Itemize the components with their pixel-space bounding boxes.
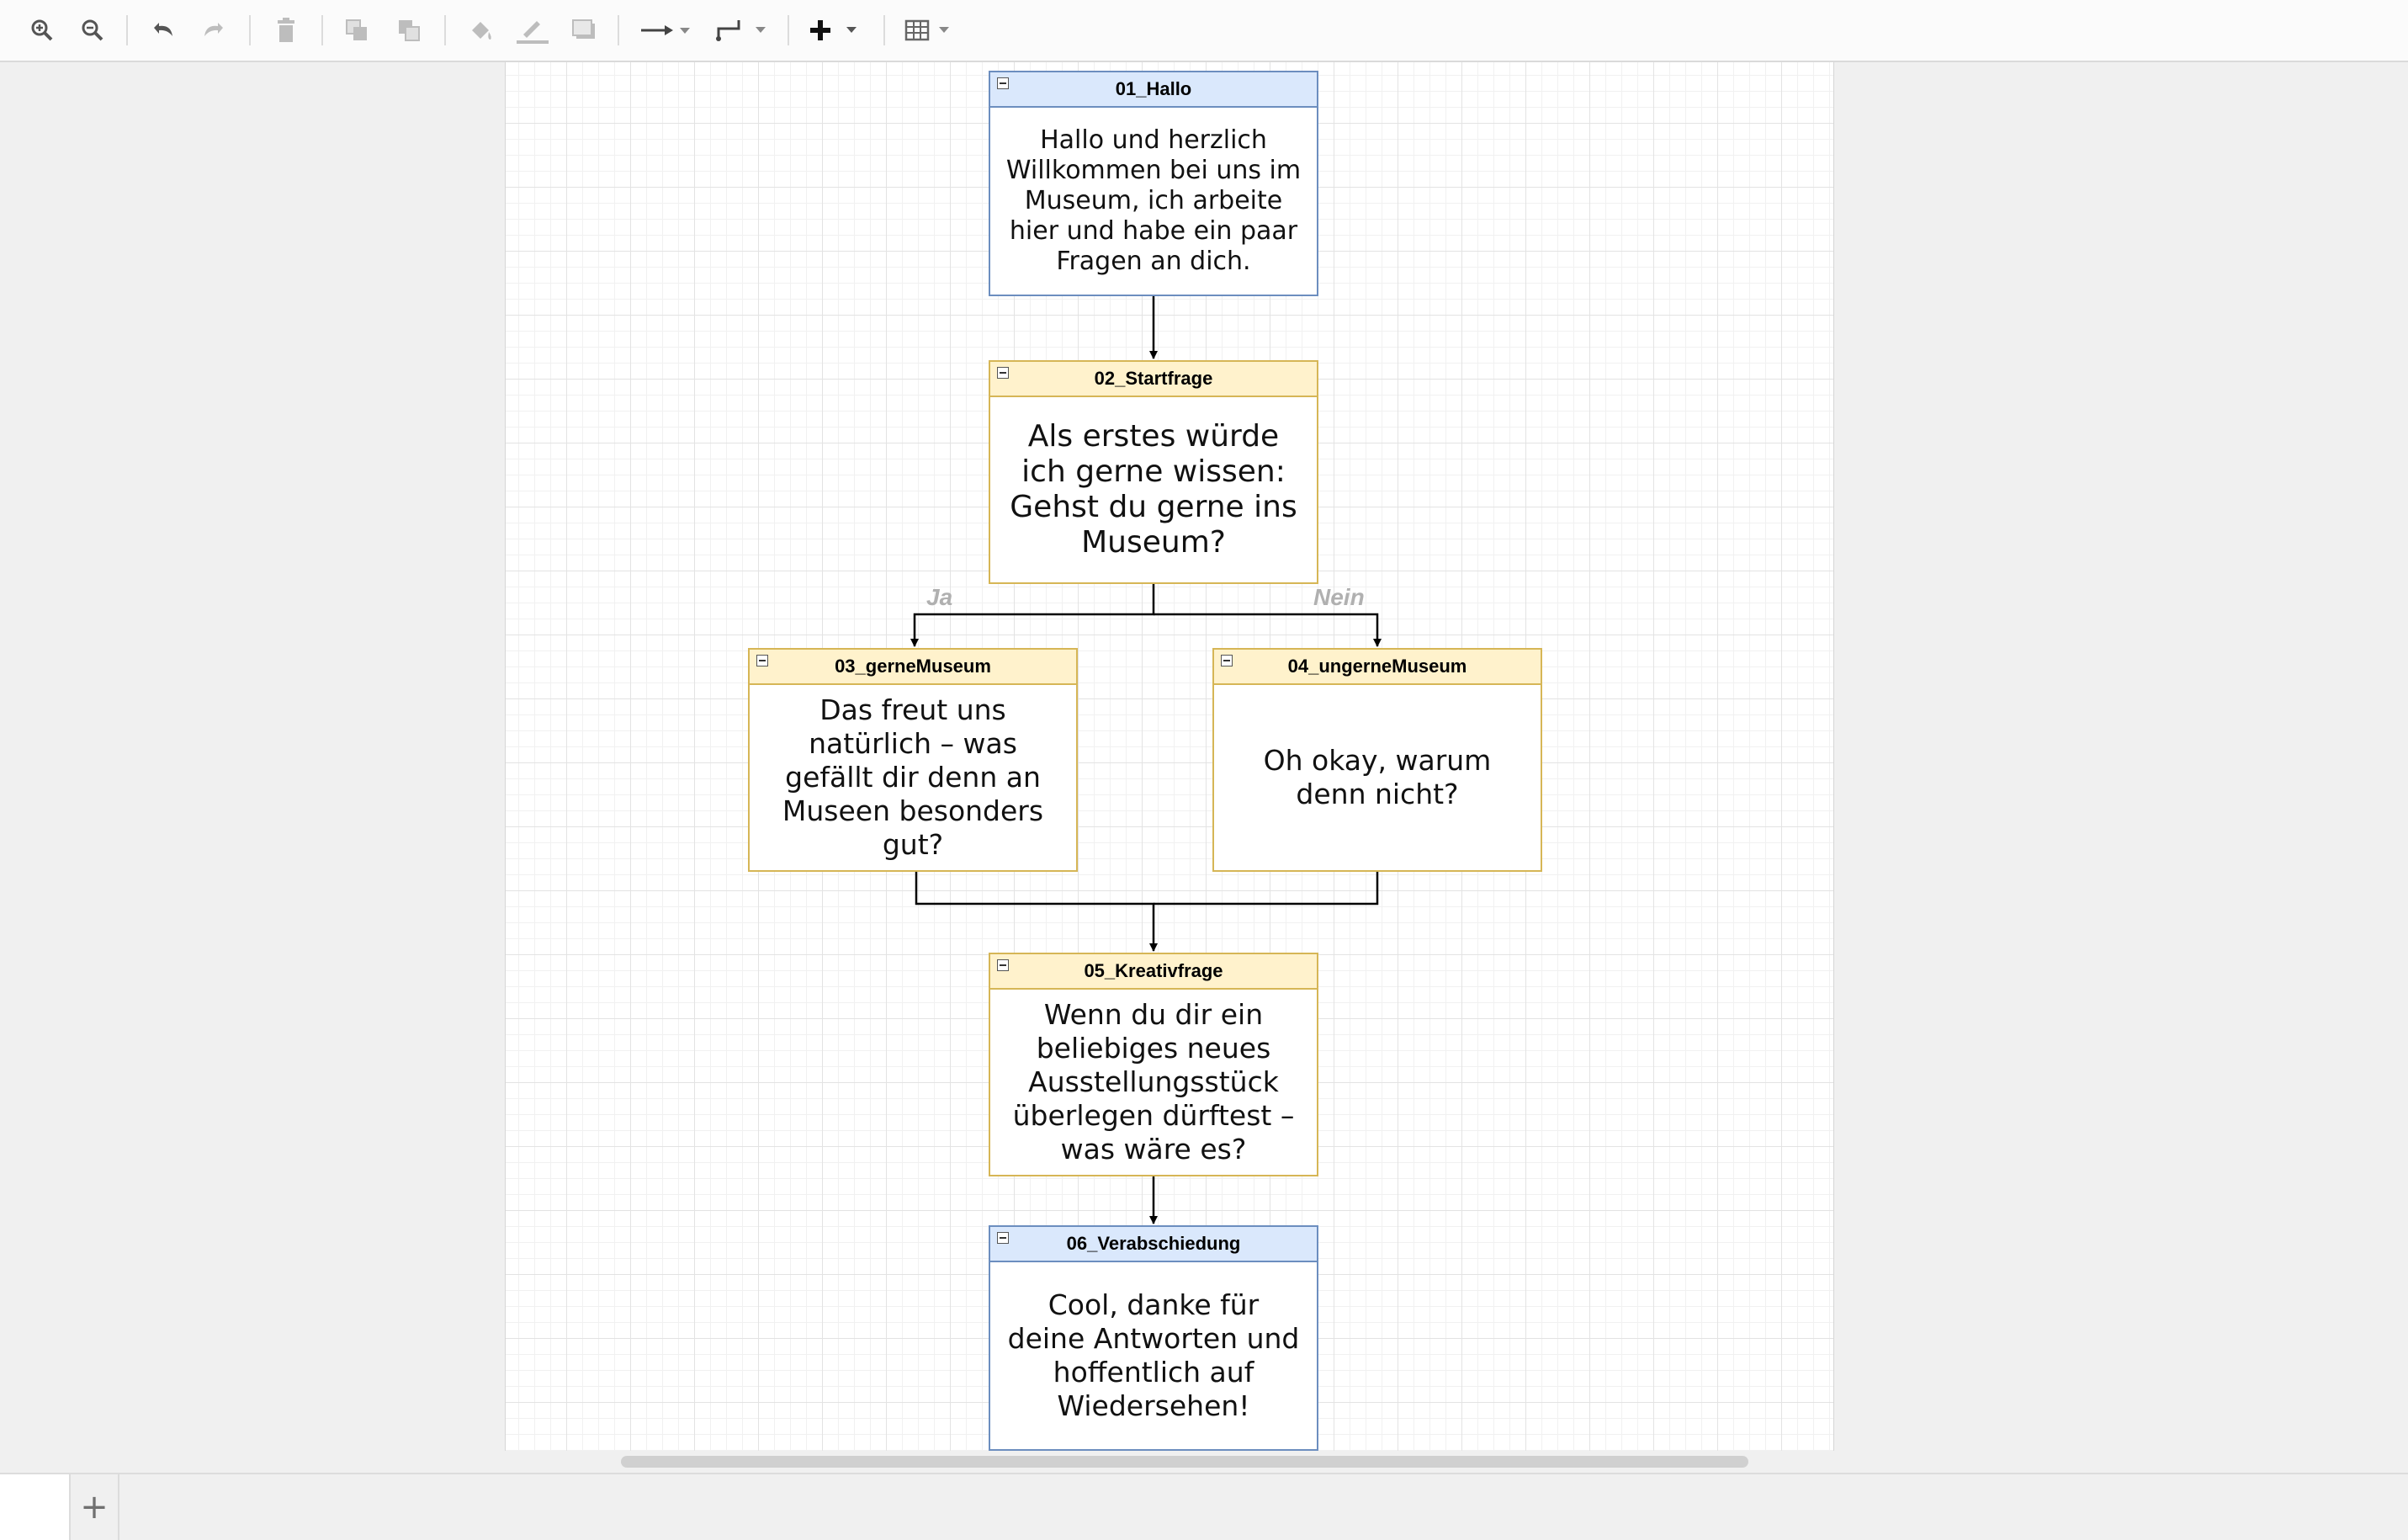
fill-color-icon[interactable]: [464, 10, 498, 50]
collapse-icon[interactable]: [756, 655, 768, 666]
node-text: Als erstes würde ich gerne wissen: Gehst…: [1010, 419, 1297, 560]
toolbar-separator: [321, 15, 323, 45]
connector-layer: [910, 296, 1382, 1224]
waypoint-icon[interactable]: [712, 10, 771, 50]
to-back-icon[interactable]: [392, 10, 426, 50]
node-title: 05_Kreativfrage: [1084, 960, 1223, 981]
toolbar-separator: [126, 15, 128, 45]
node-03-gernemuseum[interactable]: 03_gerneMuseum Das freut uns natürlich –…: [748, 648, 1078, 872]
node-title: 01_Hallo: [1115, 78, 1192, 99]
toolbar-separator: [883, 15, 885, 45]
node-header[interactable]: 01_Hallo: [990, 72, 1317, 108]
node-header[interactable]: 03_gerneMuseum: [750, 650, 1076, 685]
node-text: Hallo und herzlich Willkommen bei uns im…: [1005, 125, 1302, 276]
toolbar-separator: [249, 15, 251, 45]
node-header[interactable]: 06_Verabschiedung: [990, 1227, 1317, 1262]
node-title: 03_gerneMuseum: [835, 656, 991, 677]
horizontal-scrollbar[interactable]: [621, 1456, 1748, 1468]
collapse-icon[interactable]: [997, 77, 1009, 89]
edge-label-no[interactable]: Nein: [1313, 584, 1365, 610]
add-page-button[interactable]: +: [71, 1474, 119, 1540]
collapse-icon[interactable]: [997, 959, 1009, 971]
line-color-icon[interactable]: [513, 10, 550, 50]
node-title: 04_ungerneMuseum: [1287, 656, 1467, 677]
node-title: 06_Verabschiedung: [1066, 1233, 1241, 1254]
diagram-canvas[interactable]: Ja Nein 01_Hallo Hallo und herzlich Will…: [0, 62, 2408, 1473]
collapse-icon[interactable]: [997, 1232, 1009, 1244]
toolbar-separator: [618, 15, 619, 45]
delete-icon[interactable]: [269, 10, 303, 50]
node-06-verabschiedung[interactable]: 06_Verabschiedung Cool, danke für deine …: [989, 1225, 1318, 1451]
node-text: Oh okay, warum denn nicht?: [1263, 744, 1492, 810]
node-title: 02_Startfrage: [1094, 368, 1213, 389]
redo-icon[interactable]: [195, 10, 232, 50]
node-text: Wenn du dir ein beliebiges neues Ausstel…: [1012, 998, 1295, 1166]
insert-plus-icon[interactable]: [806, 10, 865, 50]
page-tabs-bar: +: [0, 1473, 2408, 1540]
toolbar-separator: [444, 15, 446, 45]
connector-04-05[interactable]: [1154, 872, 1379, 905]
node-text: Cool, danke für deine Antworten und hoff…: [1007, 1288, 1300, 1422]
toolbar-separator: [788, 15, 789, 45]
toolbar: [0, 0, 2408, 62]
connector-02-04[interactable]: [1154, 613, 1382, 647]
node-header[interactable]: 02_Startfrage: [990, 362, 1317, 397]
collapse-icon[interactable]: [1221, 655, 1233, 666]
node-01-hallo[interactable]: 01_Hallo Hallo und herzlich Willkommen b…: [989, 71, 1318, 296]
connector-02-03[interactable]: [910, 584, 1155, 647]
connector-03-05[interactable]: [915, 872, 1158, 952]
diagram-page[interactable]: Ja Nein 01_Hallo Hallo und herzlich Will…: [505, 62, 1834, 1451]
node-header[interactable]: 05_Kreativfrage: [990, 954, 1317, 990]
zoom-out-icon[interactable]: [76, 10, 109, 50]
edge-label-yes[interactable]: Ja: [926, 584, 953, 610]
to-front-icon[interactable]: [340, 10, 374, 50]
node-text: Das freut uns natürlich – was gefällt di…: [782, 693, 1044, 861]
node-02-startfrage[interactable]: 02_Startfrage Als erstes würde ich gerne…: [989, 360, 1318, 584]
node-04-ungernemuseum[interactable]: 04_ungerneMuseum Oh okay, warum denn nic…: [1212, 648, 1542, 872]
node-header[interactable]: 04_ungerneMuseum: [1214, 650, 1541, 685]
page-tab[interactable]: [0, 1474, 71, 1540]
connection-arrow-icon[interactable]: [636, 10, 695, 50]
collapse-icon[interactable]: [997, 367, 1009, 379]
node-05-kreativfrage[interactable]: 05_Kreativfrage Wenn du dir ein beliebig…: [989, 953, 1318, 1176]
table-icon[interactable]: [902, 10, 961, 50]
undo-icon[interactable]: [145, 10, 182, 50]
shadow-icon[interactable]: [567, 10, 601, 50]
zoom-in-icon[interactable]: [25, 10, 59, 50]
